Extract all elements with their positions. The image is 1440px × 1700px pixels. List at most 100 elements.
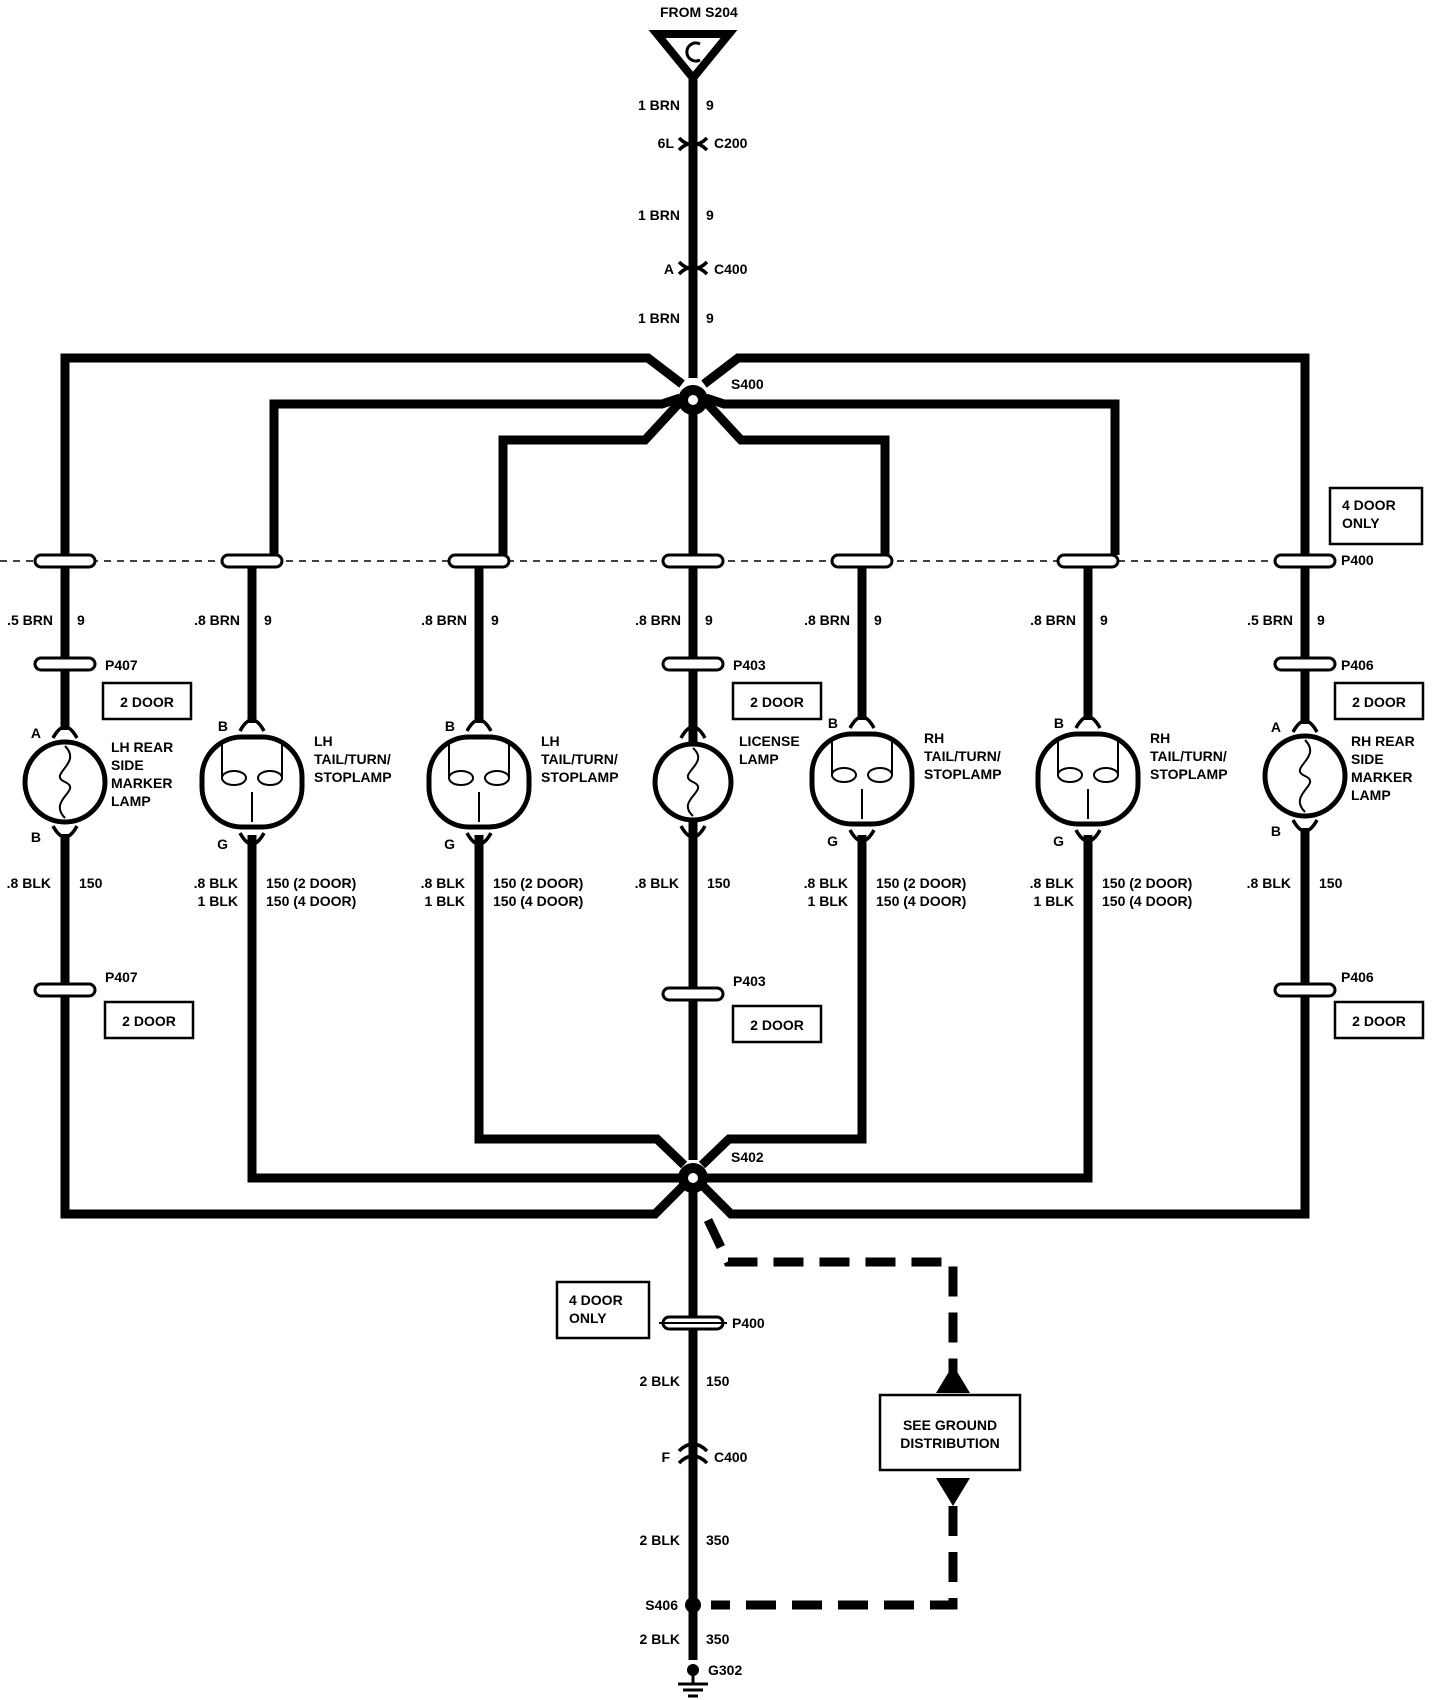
ground-w2-gauge: 2 BLK	[640, 1532, 680, 1548]
source-terminal-mark	[685, 41, 701, 63]
splice-s400-center	[688, 395, 698, 405]
lh-rear-side-marker-filament	[58, 745, 72, 819]
splice-s406-icon	[685, 1597, 701, 1613]
lh-rear-side-marker-top-note: 2 DOOR	[120, 694, 174, 710]
rh-tail-stoplamp-2-p400-connector-icon	[1056, 553, 1120, 569]
license-bottom-connector-icon	[661, 986, 725, 1002]
rh-rear-side-marker-top-connector-icon	[1273, 656, 1337, 672]
license-top-terminal-icon	[679, 725, 707, 739]
license-top-note: 2 DOOR	[750, 694, 804, 710]
ground-point-label: G302	[708, 1662, 742, 1678]
license-bottom-note-box	[731, 1004, 823, 1044]
feed-branch-outer-right	[701, 353, 1310, 555]
splice-s400-label: S400	[731, 376, 764, 392]
rh-tail-stoplamp-2-top-terminal-icon	[1074, 715, 1102, 729]
splice-s406-label: S406	[645, 1597, 678, 1613]
lh-rear-side-marker-top-terminal-icon	[51, 725, 79, 739]
rh-rear-side-marker-bottom-terminal-icon	[1291, 819, 1319, 833]
gnd-branch-mid-right	[693, 835, 1093, 1183]
rh-tail-stoplamp-1-bottom-pin: G	[827, 833, 838, 849]
lh-tail-stoplamp-1-bulb-leads	[221, 742, 283, 822]
rh-tail-stoplamp-1-bulb-leads	[831, 739, 893, 819]
c200-pin: 6L	[658, 135, 675, 151]
lh-tail-stoplamp-1-feed-gauge: .8 BRN	[194, 612, 240, 628]
lh-rear-side-marker-feed-gauge: .5 BRN	[7, 612, 53, 628]
ground-symbol-icon	[678, 1670, 708, 1698]
rh-tail-stoplamp-2-bulb-leads	[1057, 739, 1119, 819]
ground-c400-pin: F	[661, 1449, 670, 1465]
rh-tail-stoplamp-1-feed-gauge: .8 BRN	[804, 612, 850, 628]
ground-p400-note-box	[555, 1280, 651, 1340]
lh-rear-side-marker-bottom-note: 2 DOOR	[122, 1013, 176, 1029]
lh-tail-stoplamp-2-p400-connector-icon	[447, 553, 511, 569]
lh-tail-stoplamp-1-bottom-pin: G	[217, 836, 228, 852]
trunk-w1-gauge: 1 BRN	[638, 97, 680, 113]
rh-rear-side-marker-top-note: 2 DOOR	[1352, 694, 1406, 710]
rh-rear-side-marker-top-connector-label: P406	[1341, 657, 1374, 673]
license-top-note-box	[731, 681, 823, 721]
rh-rear-side-marker-filament	[1298, 739, 1312, 813]
lh-rear-side-marker-bottom-note-box	[103, 1000, 195, 1040]
ground-w1-gauge: 2 BLK	[640, 1373, 680, 1389]
rh-tail-stoplamp-1-p400-connector-icon	[830, 553, 894, 569]
source-terminal-icon	[648, 30, 738, 85]
lh-tail-stoplamp-1-ground-circuit: 150 (2 DOOR)150 (4 DOOR)	[266, 875, 356, 909]
feed-branch-inner-right	[700, 396, 890, 555]
rh-tail-stoplamp-1-bulb-icon	[809, 731, 915, 827]
ground-reference-box[interactable]	[878, 1393, 1022, 1472]
license-bottom-note: 2 DOOR	[750, 1017, 804, 1033]
rh-rear-side-marker-p400-connector-icon	[1273, 553, 1337, 569]
rh-rear-side-marker-feed-circuit: 9	[1317, 612, 1325, 628]
lh-rear-side-marker-ground-circuit: 150	[79, 875, 103, 891]
trunk-w3-circuit: 9	[706, 310, 714, 326]
trunk-w2-circuit: 9	[706, 207, 714, 223]
feed-branch-outer-left	[60, 353, 685, 555]
rh-tail-stoplamp-1-feed-circuit: 9	[874, 612, 882, 628]
lh-tail-stoplamp-1-feed-circuit: 9	[264, 612, 272, 628]
trunk-w3-gauge: 1 BRN	[638, 310, 680, 326]
rh-rear-side-marker-bottom-note: 2 DOOR	[1352, 1013, 1406, 1029]
reference-arrow-down-icon	[936, 1478, 970, 1506]
ground-w1-circuit: 150	[706, 1373, 730, 1389]
lh-rear-side-marker-top-pin: A	[31, 725, 41, 741]
rh-rear-side-marker-top-terminal-icon	[1291, 719, 1319, 733]
rh-rear-side-marker-top-note-box	[1333, 681, 1425, 721]
rh-tail-stoplamp-2-bottom-pin: G	[1053, 833, 1064, 849]
lh-tail-stoplamp-2-top-pin: B	[445, 718, 455, 734]
license-top-connector-icon	[661, 656, 725, 672]
lh-rear-side-marker-top-connector-label: P407	[105, 657, 138, 673]
gnd-branch-inner-left	[474, 835, 688, 1169]
ground-w3-gauge: 2 BLK	[640, 1631, 680, 1647]
license-feed-gauge: .8 BRN	[635, 612, 681, 628]
ground-w2-circuit: 350	[706, 1532, 730, 1548]
lh-rear-side-marker-ground-gauge: .8 BLK	[7, 875, 51, 891]
gnd-branch-outer-right	[699, 1010, 1310, 1219]
lh-rear-side-marker-p400-connector-icon	[33, 553, 97, 569]
feed-branch-mid-left	[269, 393, 682, 555]
reference-arrow-up-icon	[936, 1365, 970, 1393]
source-label: FROM S204	[660, 4, 738, 20]
rh-tail-stoplamp-2-feed-circuit: 9	[1100, 612, 1108, 628]
rh-rear-side-marker-feed-gauge: .5 BRN	[1247, 612, 1293, 628]
license-filament	[686, 747, 700, 817]
lh-tail-stoplamp-1-top-pin: B	[218, 718, 228, 734]
gnd-branch-inner-right	[698, 835, 867, 1169]
p400-note-box	[1328, 486, 1424, 546]
rh-tail-stoplamp-1-bottom-terminal-icon	[848, 829, 876, 843]
rh-rear-side-marker-bottom-connector-icon	[1273, 982, 1337, 998]
c200-connector-icon	[677, 136, 709, 152]
lh-tail-stoplamp-2-bottom-terminal-icon	[465, 832, 493, 846]
